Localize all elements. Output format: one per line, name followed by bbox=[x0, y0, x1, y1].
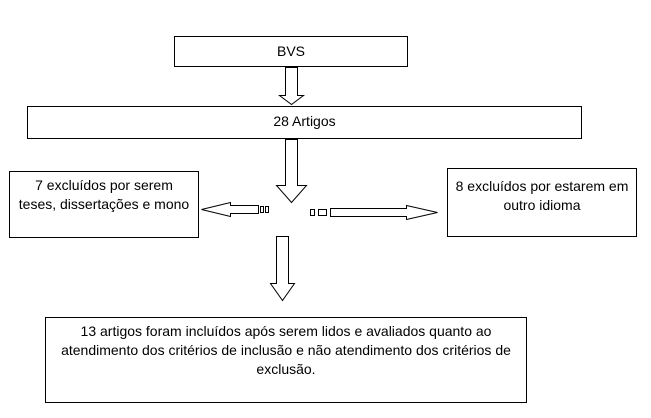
arrow-bvs-to-total bbox=[278, 67, 305, 106]
source-box-label: BVS bbox=[276, 43, 305, 59]
dash-right-2 bbox=[318, 209, 327, 216]
excluded-theses-box: 7 excluídos por serem teses, dissertaçõe… bbox=[9, 171, 199, 238]
dash-left-2 bbox=[265, 206, 269, 213]
total-articles-label: 28 Artigos bbox=[273, 113, 336, 129]
excluded-theses-label: 7 excluídos por serem teses, dissertaçõe… bbox=[18, 177, 190, 212]
source-box-bvs: BVS bbox=[174, 36, 408, 67]
arrow-total-to-split bbox=[275, 139, 308, 204]
excluded-language-box: 8 excluídos por estarem em outro idioma bbox=[447, 168, 637, 237]
arrow-split-to-included bbox=[269, 236, 296, 302]
dash-left-1 bbox=[260, 206, 264, 213]
included-articles-label: 13 artigos foram incluídos após serem li… bbox=[61, 323, 511, 377]
included-articles-box: 13 artigos foram incluídos após serem li… bbox=[45, 317, 527, 403]
dash-right-1 bbox=[310, 209, 315, 216]
arrow-to-excluded-theses bbox=[201, 201, 259, 218]
excluded-language-label: 8 excluídos por estarem em outro idioma bbox=[455, 178, 629, 213]
total-articles-box: 28 Artigos bbox=[27, 106, 582, 139]
arrow-to-excluded-language bbox=[330, 204, 438, 221]
